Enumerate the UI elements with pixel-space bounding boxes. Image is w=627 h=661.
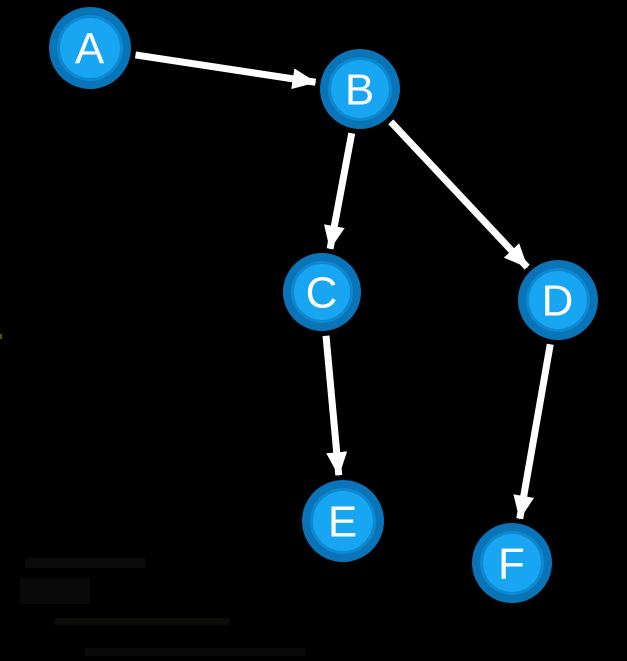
node-fill <box>60 18 120 78</box>
node-fill <box>529 271 587 329</box>
edge-C-E <box>322 335 348 477</box>
node-fill <box>483 534 541 592</box>
node-label: C <box>306 269 339 318</box>
node-fill <box>331 60 389 118</box>
node-E[interactable]: E <box>302 480 384 562</box>
node-fill <box>313 491 373 551</box>
node-C[interactable]: C <box>283 253 361 331</box>
node-A[interactable]: A <box>49 7 131 89</box>
node-F[interactable]: F <box>472 523 552 603</box>
node-B[interactable]: B <box>320 49 400 129</box>
node-D[interactable]: D <box>518 260 598 340</box>
node-label: F <box>498 540 526 589</box>
node-label: B <box>345 66 375 115</box>
node-label: E <box>328 498 358 547</box>
node-fill <box>294 264 350 320</box>
edge-A-B <box>134 51 317 90</box>
edge-B-C <box>324 132 356 250</box>
node-label: A <box>75 25 105 74</box>
node-label: D <box>542 277 575 326</box>
edge-B-D <box>388 119 530 270</box>
edge-D-F <box>513 343 554 520</box>
